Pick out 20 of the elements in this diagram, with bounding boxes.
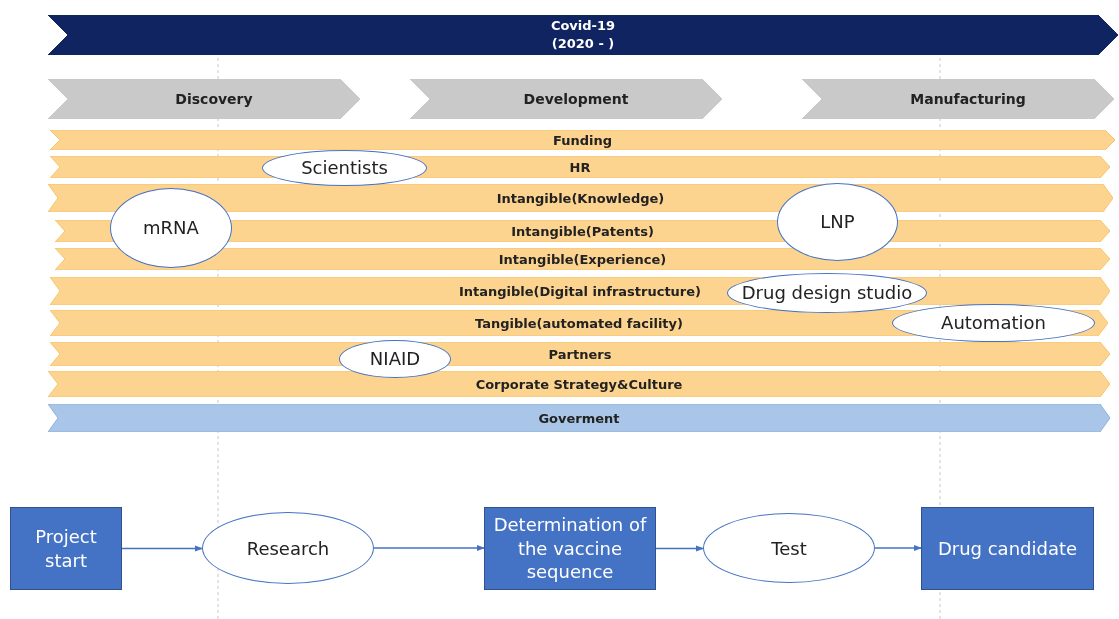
- phase-banner: Development: [410, 79, 722, 119]
- arrow: [121, 545, 203, 552]
- resource-band: Goverment: [48, 404, 1110, 432]
- phase-banner: Manufacturing: [802, 79, 1114, 119]
- resource-band: Funding: [50, 130, 1115, 150]
- resource-band: Corporate Strategy&Culture: [48, 371, 1110, 397]
- arrow: [655, 545, 704, 552]
- resource-oval: Drug design studio: [727, 273, 927, 313]
- resource-oval: Automation: [892, 304, 1095, 342]
- process-box: Project start: [10, 507, 122, 590]
- period-banner: Covid-19 (2020 - ): [48, 15, 1118, 55]
- arrow: [874, 545, 922, 551]
- process-box: Determination of the vaccine sequence: [484, 507, 656, 590]
- process-ellipse: Research: [202, 512, 374, 584]
- process-box: Drug candidate: [921, 507, 1094, 590]
- arrow: [373, 545, 485, 551]
- resource-band: Intangible(Experience): [55, 248, 1110, 270]
- process-ellipse: Test: [703, 513, 875, 583]
- phase-banner: Discovery: [48, 79, 360, 119]
- resource-oval: Scientists: [262, 150, 427, 186]
